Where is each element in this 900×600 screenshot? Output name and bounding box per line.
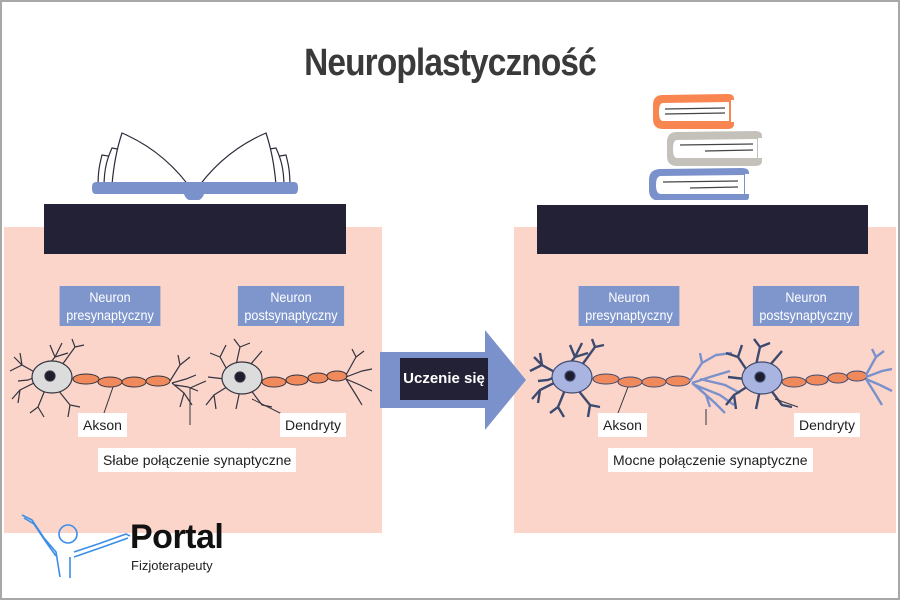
postsynaptic-axon xyxy=(261,370,348,388)
left-presynaptic-label: Neuron presynaptyczny xyxy=(59,286,161,326)
label-line: presynaptyczny xyxy=(66,307,154,323)
postsynaptic-terminals xyxy=(345,348,373,406)
left-dark-bar xyxy=(44,204,346,254)
right-dark-bar xyxy=(537,205,868,254)
page-title: Neuroplastyczność xyxy=(304,42,597,84)
postsynaptic-neuron xyxy=(205,338,273,410)
portal-logo-figure-icon xyxy=(21,514,131,578)
right-axon-label: Akson xyxy=(598,413,647,437)
weak-connection-label: Słabe połączenie synaptyczne xyxy=(98,448,297,472)
label-line: Neuron xyxy=(89,289,131,305)
left-postsynaptic-label: Neuron postsynaptyczny xyxy=(237,286,345,326)
label-line: postsynaptyczny xyxy=(759,307,853,323)
presynaptic-terminals xyxy=(689,351,741,414)
left-dendrites-label: Dendryty xyxy=(280,413,347,437)
label-line: Neuron xyxy=(608,289,650,305)
presynaptic-neuron xyxy=(9,338,85,418)
left-axon-label: Akson xyxy=(78,413,127,437)
presynaptic-axon xyxy=(72,373,171,388)
learning-label: Uczenie się xyxy=(400,358,488,400)
logo-subtitle: Fizjoterapeuty xyxy=(131,558,213,573)
presynaptic-terminals xyxy=(169,354,199,408)
presynaptic-neuron xyxy=(529,338,605,418)
stacked-books-icon xyxy=(649,94,762,200)
right-postsynaptic-label: Neuron postsynaptyczny xyxy=(752,286,860,326)
label-line: postsynaptyczny xyxy=(244,307,338,323)
weak-synapse-neurons-illustration xyxy=(9,338,373,425)
strong-synapse-neurons-illustration xyxy=(529,338,893,425)
postsynaptic-axon xyxy=(781,370,868,388)
postsynaptic-neuron xyxy=(725,338,793,410)
right-presynaptic-label: Neuron presynaptyczny xyxy=(578,286,680,326)
label-line: Neuron xyxy=(270,289,312,305)
book-cover xyxy=(92,182,298,200)
open-book-icon xyxy=(92,132,298,200)
logo-name: Portal xyxy=(130,518,224,556)
right-dendrites-label: Dendryty xyxy=(794,413,861,437)
label-line: Neuron xyxy=(785,289,827,305)
postsynaptic-terminals xyxy=(864,348,893,406)
presynaptic-axon xyxy=(592,373,691,388)
strong-connection-label: Mocne połączenie synaptyczne xyxy=(608,448,813,472)
label-line: presynaptyczny xyxy=(585,307,673,323)
